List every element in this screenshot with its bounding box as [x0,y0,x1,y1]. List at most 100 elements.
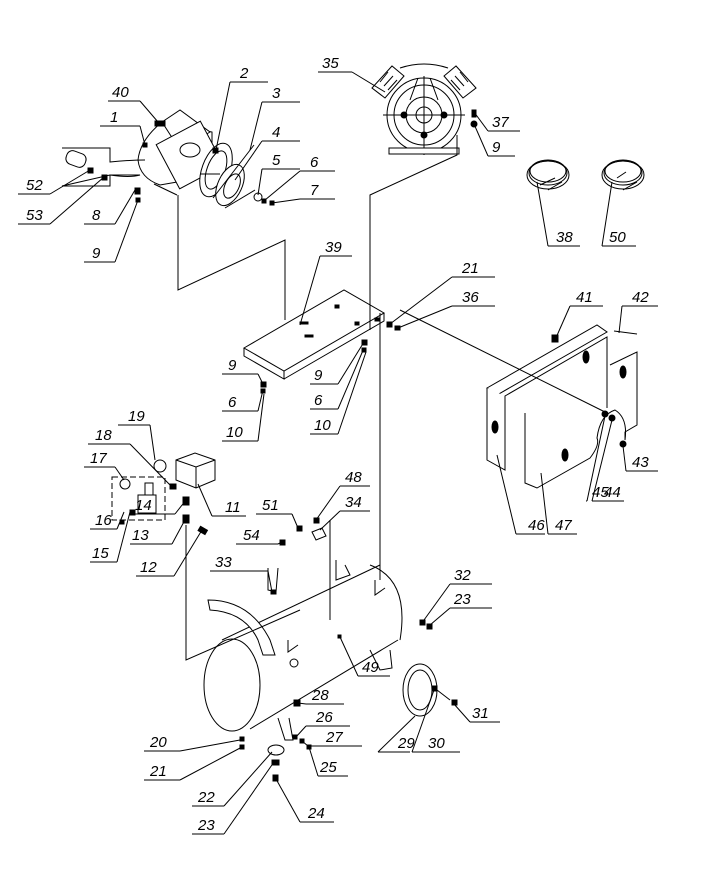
callout-9c: 9 [222,357,264,385]
callout-leader [114,466,125,481]
callout-42: 42 [618,289,658,334]
callout-number: 26 [315,709,333,726]
callout-20: 20 [144,734,241,752]
callout-leader [319,510,341,531]
callout-number: 54 [243,527,260,544]
callout-number: 23 [197,817,215,834]
belt-guard [486,324,638,489]
callout-6b: 6 [222,389,264,412]
callout-25: 25 [308,746,348,777]
callout-leader [429,607,451,626]
callout-leader [291,513,299,529]
base-plate [243,289,401,394]
callout-51: 51 [256,497,299,529]
callout-leader [339,636,359,677]
callout-leader [114,199,139,263]
callout-number: 32 [454,567,471,584]
callout-leader [275,778,301,823]
callout-6a: 6 [264,154,335,201]
callout-3: 3 [249,85,300,151]
callout-leader [377,715,416,753]
callout-10a: 10 [222,393,265,442]
callout-32: 32 [423,567,492,621]
callout-number: 35 [322,55,339,72]
callout-10b: 10 [310,351,367,435]
callout-number: 29 [397,735,415,752]
callout-number: 10 [226,424,243,441]
pulley-assembly [134,144,275,209]
callout-38: 38 [536,181,580,247]
callout-44: 44 [591,419,624,502]
callout-number: 51 [262,497,279,514]
pressure-switch [111,452,216,536]
callout-leader [622,445,627,472]
callout-leader [223,751,273,807]
pump-head [371,63,478,155]
callout-number: 36 [462,289,479,306]
motor-label-plate [154,120,166,127]
callout-37: 37 [473,111,520,132]
callout-30: 30 [411,689,460,753]
callout-number: 34 [345,494,362,511]
callout-34: 34 [319,494,370,531]
callout-leader [337,341,365,385]
callout-number: 10 [314,417,331,434]
callout-number: 39 [325,239,342,256]
callout-number: 6 [310,154,319,171]
callout-leader [49,169,91,195]
callout-43: 43 [622,445,658,472]
callout-number: 13 [132,527,149,544]
callout-leader [173,529,203,577]
capacitor-group [61,147,146,187]
callout-leader [423,583,451,621]
callout-number: 38 [556,229,573,246]
callout-number: 5 [272,152,281,169]
callout-number: 48 [345,469,362,486]
callout-21a: 21 [389,260,495,325]
callout-leader [139,100,159,123]
callout-49: 49 [339,636,390,677]
callout-leader [554,305,571,341]
callout-leader [257,373,264,385]
callout-11: 11 [197,483,246,517]
callout-leader [618,305,623,334]
callout-number: 49 [362,659,379,676]
callout-number: 17 [90,450,107,467]
callout-45: 45 [586,415,609,502]
callout-number: 27 [325,729,343,746]
callout-36: 36 [397,289,495,329]
callout-number: 43 [632,454,649,471]
callout-leader [223,761,275,835]
callout-leader [139,125,146,146]
callout-24: 24 [275,778,334,823]
callout-number: 52 [26,177,43,194]
callout-leader [267,570,273,593]
callout-9b: 9 [473,123,515,157]
callout-48: 48 [315,469,370,521]
callout-leader [215,81,231,151]
callout-number: 22 [197,789,215,806]
callout-leader [257,389,264,412]
callout-leader [277,541,283,545]
callout-leader [116,511,131,563]
callout-leader [116,511,125,530]
callout-leader [171,517,187,545]
callout-leader [257,168,263,196]
callout-number: 30 [428,735,445,752]
callout-19: 19 [118,408,156,461]
connector-lines [177,135,606,661]
callout-leader [351,71,386,93]
callout-number: 4 [272,124,280,141]
callout-leader [297,702,307,705]
callout-leader [337,347,365,410]
callout-number: 9 [92,245,101,262]
callout-number: 21 [461,260,479,277]
callout-number: 45 [592,484,609,501]
callout-leader [473,111,489,132]
callout-23a: 23 [429,591,492,626]
callout-leader [149,424,156,461]
callout-18: 18 [88,427,172,487]
callout-6c: 6 [310,347,365,410]
callout-39: 39 [299,239,352,326]
callout-leader [179,746,243,781]
